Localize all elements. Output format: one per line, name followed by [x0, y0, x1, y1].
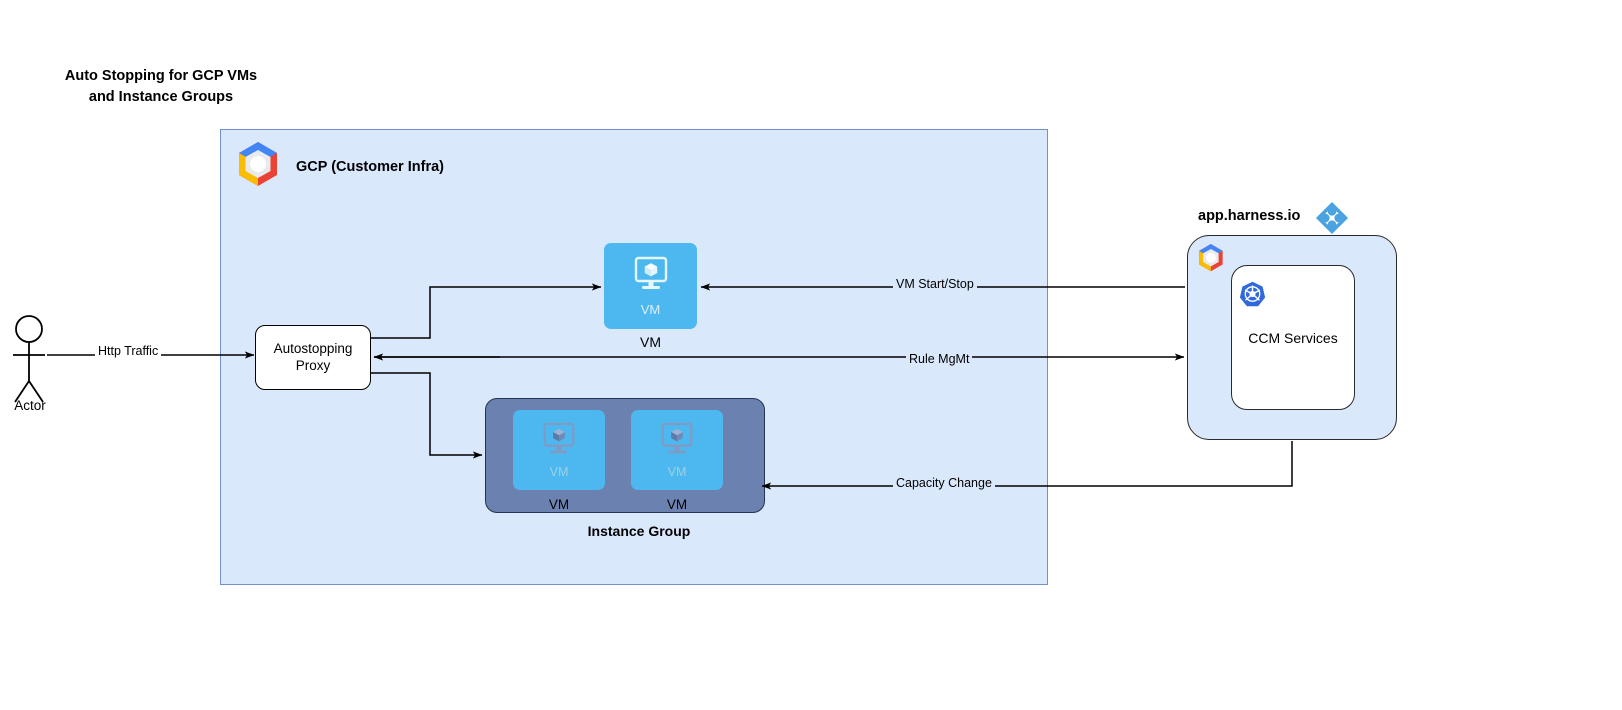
instance-group-vm-2[interactable]: VM: [631, 410, 723, 490]
actor-label: Actor: [14, 398, 46, 413]
instance-group-caption: Instance Group: [587, 523, 691, 539]
edge-label-capacity-change: Capacity Change: [893, 476, 995, 490]
instance-group-vm-1-label: VM: [548, 497, 570, 512]
instance-group-vm-2-caption: VM: [667, 465, 687, 479]
autostopping-proxy-node[interactable]: Autostopping Proxy: [255, 325, 371, 390]
proxy-label-line-1: Autostopping: [273, 340, 353, 356]
edge-label-rule-mgmt: Rule MgMt: [906, 352, 973, 366]
kubernetes-helm-icon: [1239, 281, 1266, 307]
instance-group-vm-1-caption: VM: [549, 465, 569, 479]
harness-diamond-logo: [1315, 201, 1349, 235]
gcp-hexagon-logo: [1199, 244, 1223, 272]
edge-label-http-traffic: Http Traffic: [95, 344, 162, 358]
stick-figure-actor-icon: [13, 315, 45, 403]
ccm-services-label: CCM Services: [1248, 330, 1338, 346]
edge-label-vm-start-stop: VM Start/Stop: [893, 277, 977, 291]
edge-proxy-to-vm: [371, 283, 602, 339]
vm-monitor-cube-icon: [657, 421, 697, 464]
vm-monitor-cube-icon: [630, 255, 672, 300]
gcp-container-label: GCP (Customer Infra): [296, 159, 444, 175]
gcp-hexagon-logo: [239, 142, 277, 186]
vm-tile-caption: VM: [640, 302, 661, 317]
edge-proxy-to-instance-group: [371, 372, 483, 459]
diagram-title-line-2: and Instance Groups: [88, 89, 234, 106]
edge-capacity-change: [761, 441, 1293, 490]
diagram-title-line-1: Auto Stopping for GCP VMs: [64, 68, 258, 84]
vm-monitor-cube-icon: [539, 421, 579, 464]
vm-node[interactable]: VM: [604, 243, 697, 329]
instance-group-vm-1[interactable]: VM: [513, 410, 605, 490]
proxy-label-line-2: Proxy: [295, 357, 331, 373]
vm-node-label: VM: [640, 334, 661, 350]
diagram-title: Auto Stopping for GCP VMs and Instance G…: [46, 66, 276, 108]
harness-label: app.harness.io: [1198, 208, 1301, 224]
instance-group-vm-2-label: VM: [666, 497, 688, 512]
